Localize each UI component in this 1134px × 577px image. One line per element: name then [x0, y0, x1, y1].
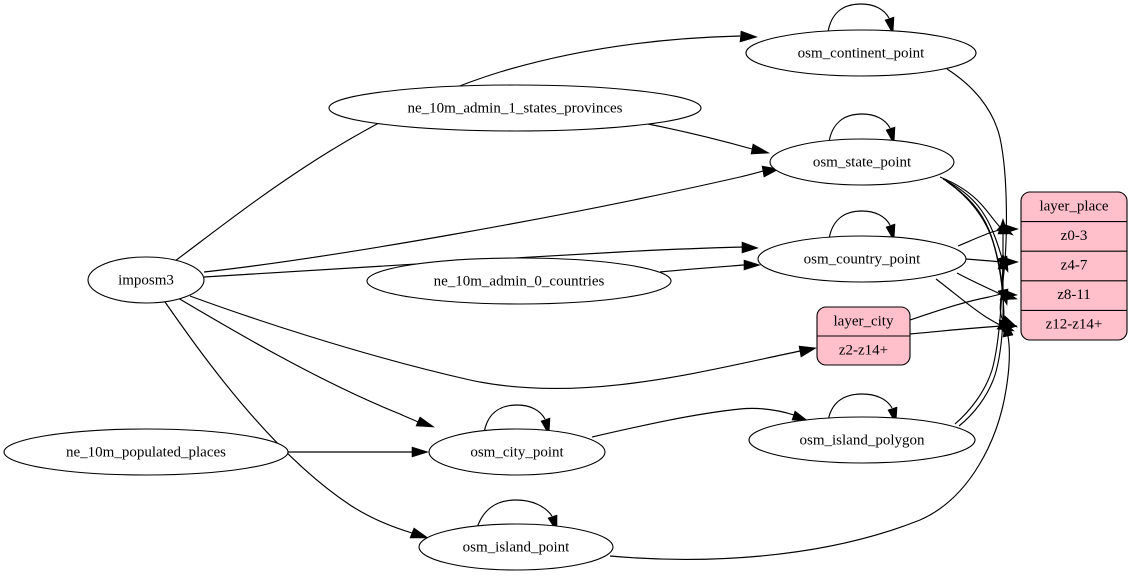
record-node-layer-city[interactable]: layer_city z2-z14+	[816, 306, 911, 366]
node-osm-island-polygon[interactable]: osm_island_polygon	[748, 416, 976, 464]
edge-osm-continent-point-self-loop	[827, 3, 895, 36]
node-label-osm-country-point: osm_country_point	[804, 251, 921, 267]
edge-ne-places-to-osm-city-point	[288, 446, 430, 458]
record-node-layer-place[interactable]: layer_place z0-3 z4-7 z8-11 z12-z14+	[1020, 191, 1128, 341]
edge-osm-country-point-to-layer-place-z4	[965, 256, 1019, 268]
node-label-imposm3: imposm3	[118, 272, 174, 288]
record-row-layer-place-z8-11: z8-11	[1057, 287, 1091, 303]
node-osm-country-point[interactable]: osm_country_point	[757, 235, 967, 283]
edge-ne-countries-to-osm-country-point	[659, 259, 762, 273]
edge-imposm3-to-osm-continent-point	[174, 30, 758, 262]
node-label-osm-island-point: osm_island_point	[463, 539, 571, 555]
edge-imposm3-to-layer-city	[189, 295, 817, 390]
edge-osm-island-point-to-layer-place-z12	[609, 320, 1014, 560]
node-osm-island-point[interactable]: osm_island_point	[418, 523, 614, 571]
record-row-layer-place-z0-3: z0-3	[1061, 228, 1088, 244]
edge-imposm3-to-osm-island-point	[164, 301, 429, 539]
record-row-layer-place-title: layer_place	[1039, 198, 1108, 214]
node-osm-city-point[interactable]: osm_city_point	[428, 428, 606, 476]
edge-imposm3-to-osm-country-point	[203, 241, 759, 278]
edge-osm-island-point-self-loop	[475, 499, 558, 534]
node-label-osm-continent-point: osm_continent_point	[798, 45, 925, 61]
node-ne-10m-admin-0-countries[interactable]: ne_10m_admin_0_countries	[366, 257, 672, 305]
node-label-ne-states: ne_10m_admin_1_states_provinces	[408, 100, 623, 116]
edge-imposm3-to-osm-city-point	[177, 297, 436, 428]
node-ne-10m-admin-1-states-provinces[interactable]: ne_10m_admin_1_states_provinces	[328, 84, 702, 132]
node-osm-continent-point[interactable]: osm_continent_point	[745, 29, 977, 77]
node-layer: imposm3 ne_10m_admin_1_states_provinces …	[3, 29, 1128, 571]
edge-ne-states-to-osm-state-point	[647, 123, 771, 155]
edge-osm-island-polygon-to-layer-place-z4	[958, 253, 1009, 427]
record-row-layer-place-z4-7: z4-7	[1061, 257, 1088, 273]
node-label-osm-island-polygon: osm_island_polygon	[799, 432, 925, 448]
node-label-ne-places: ne_10m_populated_places	[66, 444, 226, 460]
edge-osm-continent-point-to-layer-place-z12	[946, 68, 1018, 328]
node-label-osm-city-point: osm_city_point	[470, 444, 564, 460]
edge-layer	[164, 3, 1019, 560]
node-label-ne-countries: ne_10m_admin_0_countries	[434, 273, 605, 289]
node-imposm3[interactable]: imposm3	[87, 256, 205, 304]
node-label-osm-state-point: osm_state_point	[813, 154, 912, 170]
record-row-layer-city-z2: z2-z14+	[839, 342, 888, 358]
record-row-layer-city-title: layer_city	[834, 313, 894, 329]
node-osm-state-point[interactable]: osm_state_point	[769, 138, 955, 186]
record-row-layer-place-z12-z14: z12-z14+	[1046, 317, 1103, 333]
edge-imposm3-to-osm-state-point	[203, 165, 780, 273]
edge-osm-island-polygon-to-layer-place-z0	[954, 218, 1009, 425]
node-ne-10m-populated-places[interactable]: ne_10m_populated_places	[3, 428, 289, 476]
